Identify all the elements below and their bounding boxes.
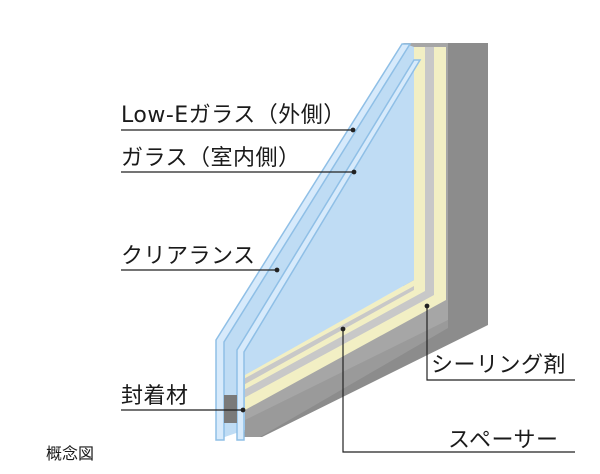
leader-dot-sealing-agent: [424, 303, 430, 309]
leader-dot-sealant: [240, 407, 246, 413]
label-glass-inner: ガラス（室内側）: [121, 146, 301, 171]
label-clearance: クリアランス: [121, 244, 256, 269]
label-sealant: 封着材: [121, 384, 189, 409]
leader-dot-clearance: [274, 267, 280, 273]
label-spacer: スペーサー: [448, 428, 559, 453]
sealing-band-outer: [238, 47, 446, 410]
frame-bottom: [245, 320, 448, 437]
label-sealing-agent: シーリング剤: [431, 353, 567, 378]
label-low-e-glass: Low-Eガラス（外側）: [121, 103, 346, 128]
low-e-glass-pane: [215, 43, 412, 441]
leader-lines: [121, 127, 575, 453]
caption: 概念図: [46, 444, 95, 463]
sealant-block: [224, 395, 237, 423]
leader-dot-glass-inner: [351, 169, 357, 175]
leader-spacer: [342, 330, 575, 453]
leader-dot-spacer: [340, 326, 346, 332]
frame-outer-face: [238, 43, 448, 432]
leader-dot-low-e: [350, 127, 356, 133]
inner-glass-pane: [236, 59, 422, 441]
leader-sealing-agent: [426, 307, 575, 381]
